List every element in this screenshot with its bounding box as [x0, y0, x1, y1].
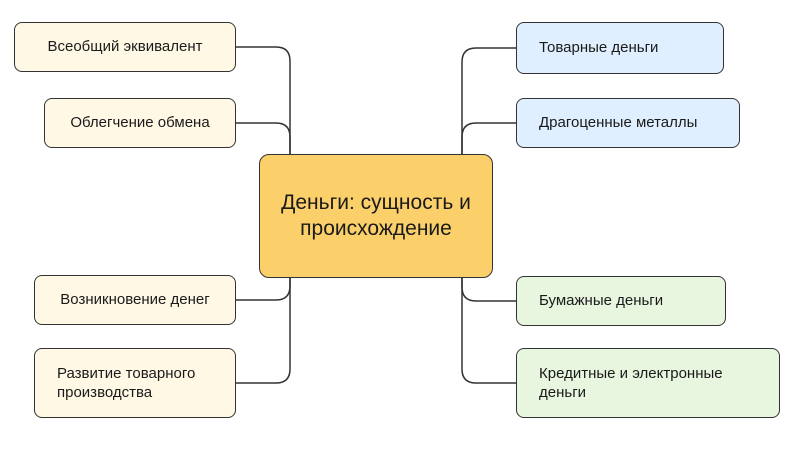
- central-topic-label: Деньги: сущность и происхождение: [281, 190, 471, 240]
- connector-right-3: [461, 278, 516, 302]
- node-label: Товарные деньги: [539, 39, 659, 57]
- node-label: Всеобщий эквивалент: [47, 38, 203, 56]
- connector-right-2: [461, 122, 516, 154]
- node-label: Драгоценные металлы: [539, 114, 698, 132]
- node-universal-equivalent: Всеобщий эквивалент: [14, 22, 236, 72]
- node-commodity-production: Развитие товарного производства: [34, 348, 236, 418]
- node-paper-money: Бумажные деньги: [516, 276, 726, 326]
- connector-left-3: [236, 278, 291, 301]
- connector-left-4: [236, 278, 291, 384]
- connector-right-4: [461, 278, 516, 384]
- connector-left-1: [236, 46, 291, 154]
- node-label: Облегчение обмена: [70, 114, 210, 132]
- node-label: Кредитные и электронные деньги: [539, 364, 723, 402]
- node-label: Возникновение денег: [60, 291, 210, 309]
- node-credit-electronic-money: Кредитные и электронные деньги: [516, 348, 780, 418]
- node-easing-exchange: Облегчение обмена: [44, 98, 236, 148]
- node-label: Бумажные деньги: [539, 292, 664, 310]
- node-commodity-money: Товарные деньги: [516, 22, 724, 74]
- node-precious-metals: Драгоценные металлы: [516, 98, 740, 148]
- node-label: Развитие товарного производства: [57, 364, 196, 402]
- connector-right-1: [461, 47, 516, 154]
- central-topic: Деньги: сущность и происхождение: [259, 154, 493, 278]
- connector-left-2: [236, 122, 291, 154]
- node-origin-of-money: Возникновение денег: [34, 275, 236, 325]
